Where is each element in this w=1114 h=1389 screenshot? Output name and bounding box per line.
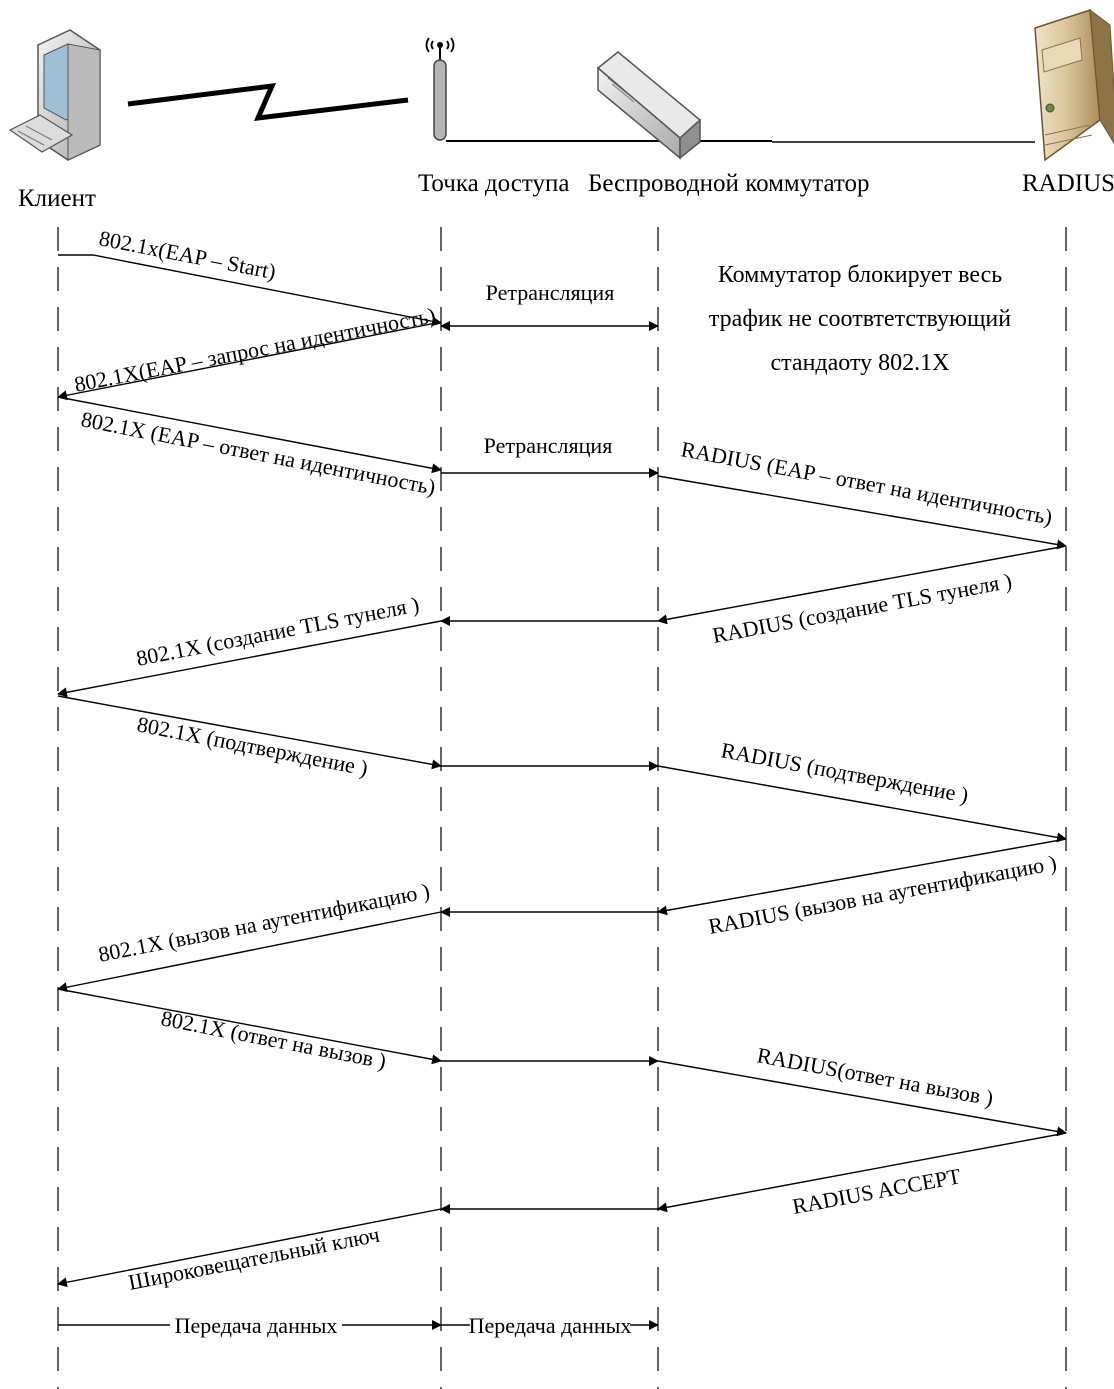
message-label: RADIUS (создание TLS тунеля ): [710, 568, 1013, 648]
relay-label: Ретрансляция: [486, 280, 615, 305]
message-arrow: [657, 1060, 1067, 1137]
message-arrow: [657, 475, 1067, 550]
actor-radius-label: RADIUS: [1022, 170, 1114, 197]
message-arrow: [57, 911, 442, 993]
actor-access-point-label: Точка доступа: [418, 170, 569, 197]
message-arrow: [657, 545, 1067, 625]
note-line-3: стандаоту 802.1X: [771, 350, 950, 376]
switch-icon: [596, 51, 702, 160]
message-label: RADIUS(ответ на вызов ): [755, 1042, 995, 1110]
message-arrow: [57, 695, 442, 770]
message-arrow: [57, 1208, 442, 1288]
note-line-1: Коммутатор блокирует весь: [718, 262, 1002, 288]
message-arrow: [57, 620, 442, 698]
data-transfer-label: Передача данных: [469, 1313, 632, 1338]
message-arrow: [657, 1132, 1067, 1213]
message-arrow: [57, 321, 442, 401]
message-label: Широковещательный ключ: [126, 1222, 381, 1295]
actor-client-label: Клиент: [18, 185, 96, 212]
message-arrow: [657, 838, 1067, 916]
message-arrow: [57, 396, 442, 474]
label-bg: [170, 1313, 342, 1337]
server-icon: [1034, 8, 1114, 162]
label-bg: [470, 1313, 630, 1337]
message-label: 802.1X (ответ на вызов ): [159, 1005, 388, 1073]
message-arrow: [57, 988, 442, 1065]
message-label: 802.1X(EAP – запрос на идентичность): [72, 302, 437, 397]
message-arrow: [657, 765, 1067, 843]
computer-icon: [8, 29, 101, 161]
message-label: RADIUS (EAP – ответ на идентичность): [679, 436, 1054, 529]
actor-switch-label: Беспроводной коммутатор: [588, 170, 870, 197]
message-label: RADIUS ACCEPT: [790, 1163, 963, 1219]
relay-label: Ретрансляция: [484, 433, 613, 458]
antenna-icon: [425, 37, 455, 141]
message-label: RADIUS (подтверждение ): [719, 737, 970, 807]
message-label: 802.1x(EAP – Start): [97, 225, 278, 284]
message-label: 802.1X (EAP – ответ на идентичность): [79, 406, 438, 499]
lightning-link-icon: [127, 82, 409, 122]
note-line-2: трафик не соотвтетствующий: [709, 306, 1011, 332]
message-label: 802.1X (создание TLS тунеля ): [134, 592, 421, 671]
message-label: 802.1X (вызов на аутентификацию ): [96, 878, 432, 967]
data-transfer-label: Передача данных: [175, 1313, 338, 1338]
message-arrow: [58, 254, 442, 327]
